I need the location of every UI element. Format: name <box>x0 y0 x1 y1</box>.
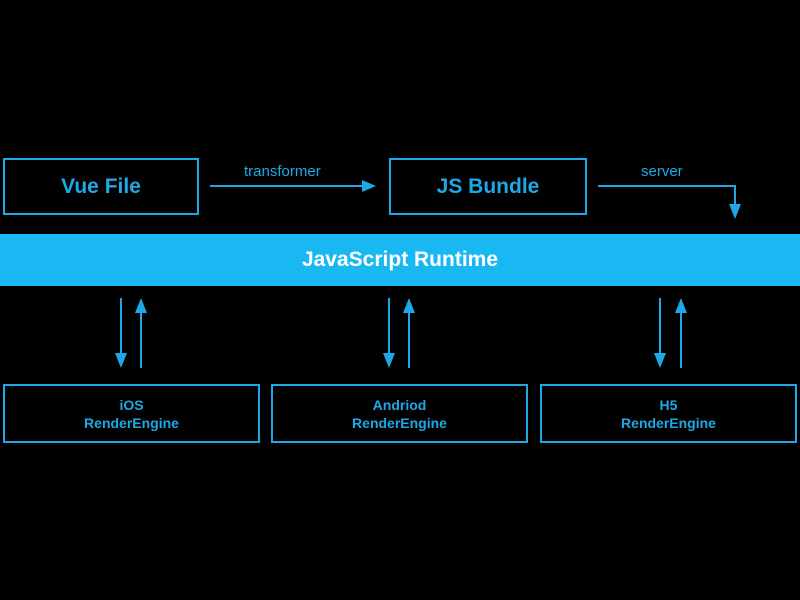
android-down-arrow <box>383 298 395 368</box>
server-arrow <box>598 185 741 219</box>
android-render-engine-node: Andriod RenderEngine <box>271 384 528 443</box>
ios-engine-line2: RenderEngine <box>84 414 179 431</box>
javascript-runtime-bar: JavaScript Runtime <box>0 234 800 286</box>
js-bundle-label: JS Bundle <box>436 174 540 198</box>
android-engine-line2: RenderEngine <box>352 414 447 431</box>
android-up-arrow <box>403 298 415 368</box>
h5-engine-line2: RenderEngine <box>621 414 716 431</box>
ios-down-arrow <box>115 298 127 368</box>
transformer-label: transformer <box>244 163 321 180</box>
h5-render-engine-node: H5 RenderEngine <box>540 384 797 443</box>
h5-engine-line1: H5 <box>659 396 678 413</box>
vue-file-label: Vue File <box>61 174 141 198</box>
vue-file-node: Vue File <box>3 158 199 215</box>
h5-up-arrow <box>675 298 687 368</box>
server-label: server <box>641 163 683 180</box>
ios-render-engine-node: iOS RenderEngine <box>3 384 260 443</box>
ios-up-arrow <box>135 298 147 368</box>
h5-down-arrow <box>654 298 666 368</box>
transformer-arrow <box>210 180 376 192</box>
runtime-label: JavaScript Runtime <box>301 248 499 271</box>
android-engine-line1: Andriod <box>372 396 427 413</box>
js-bundle-node: JS Bundle <box>389 158 587 215</box>
ios-engine-line1: iOS <box>119 396 144 413</box>
